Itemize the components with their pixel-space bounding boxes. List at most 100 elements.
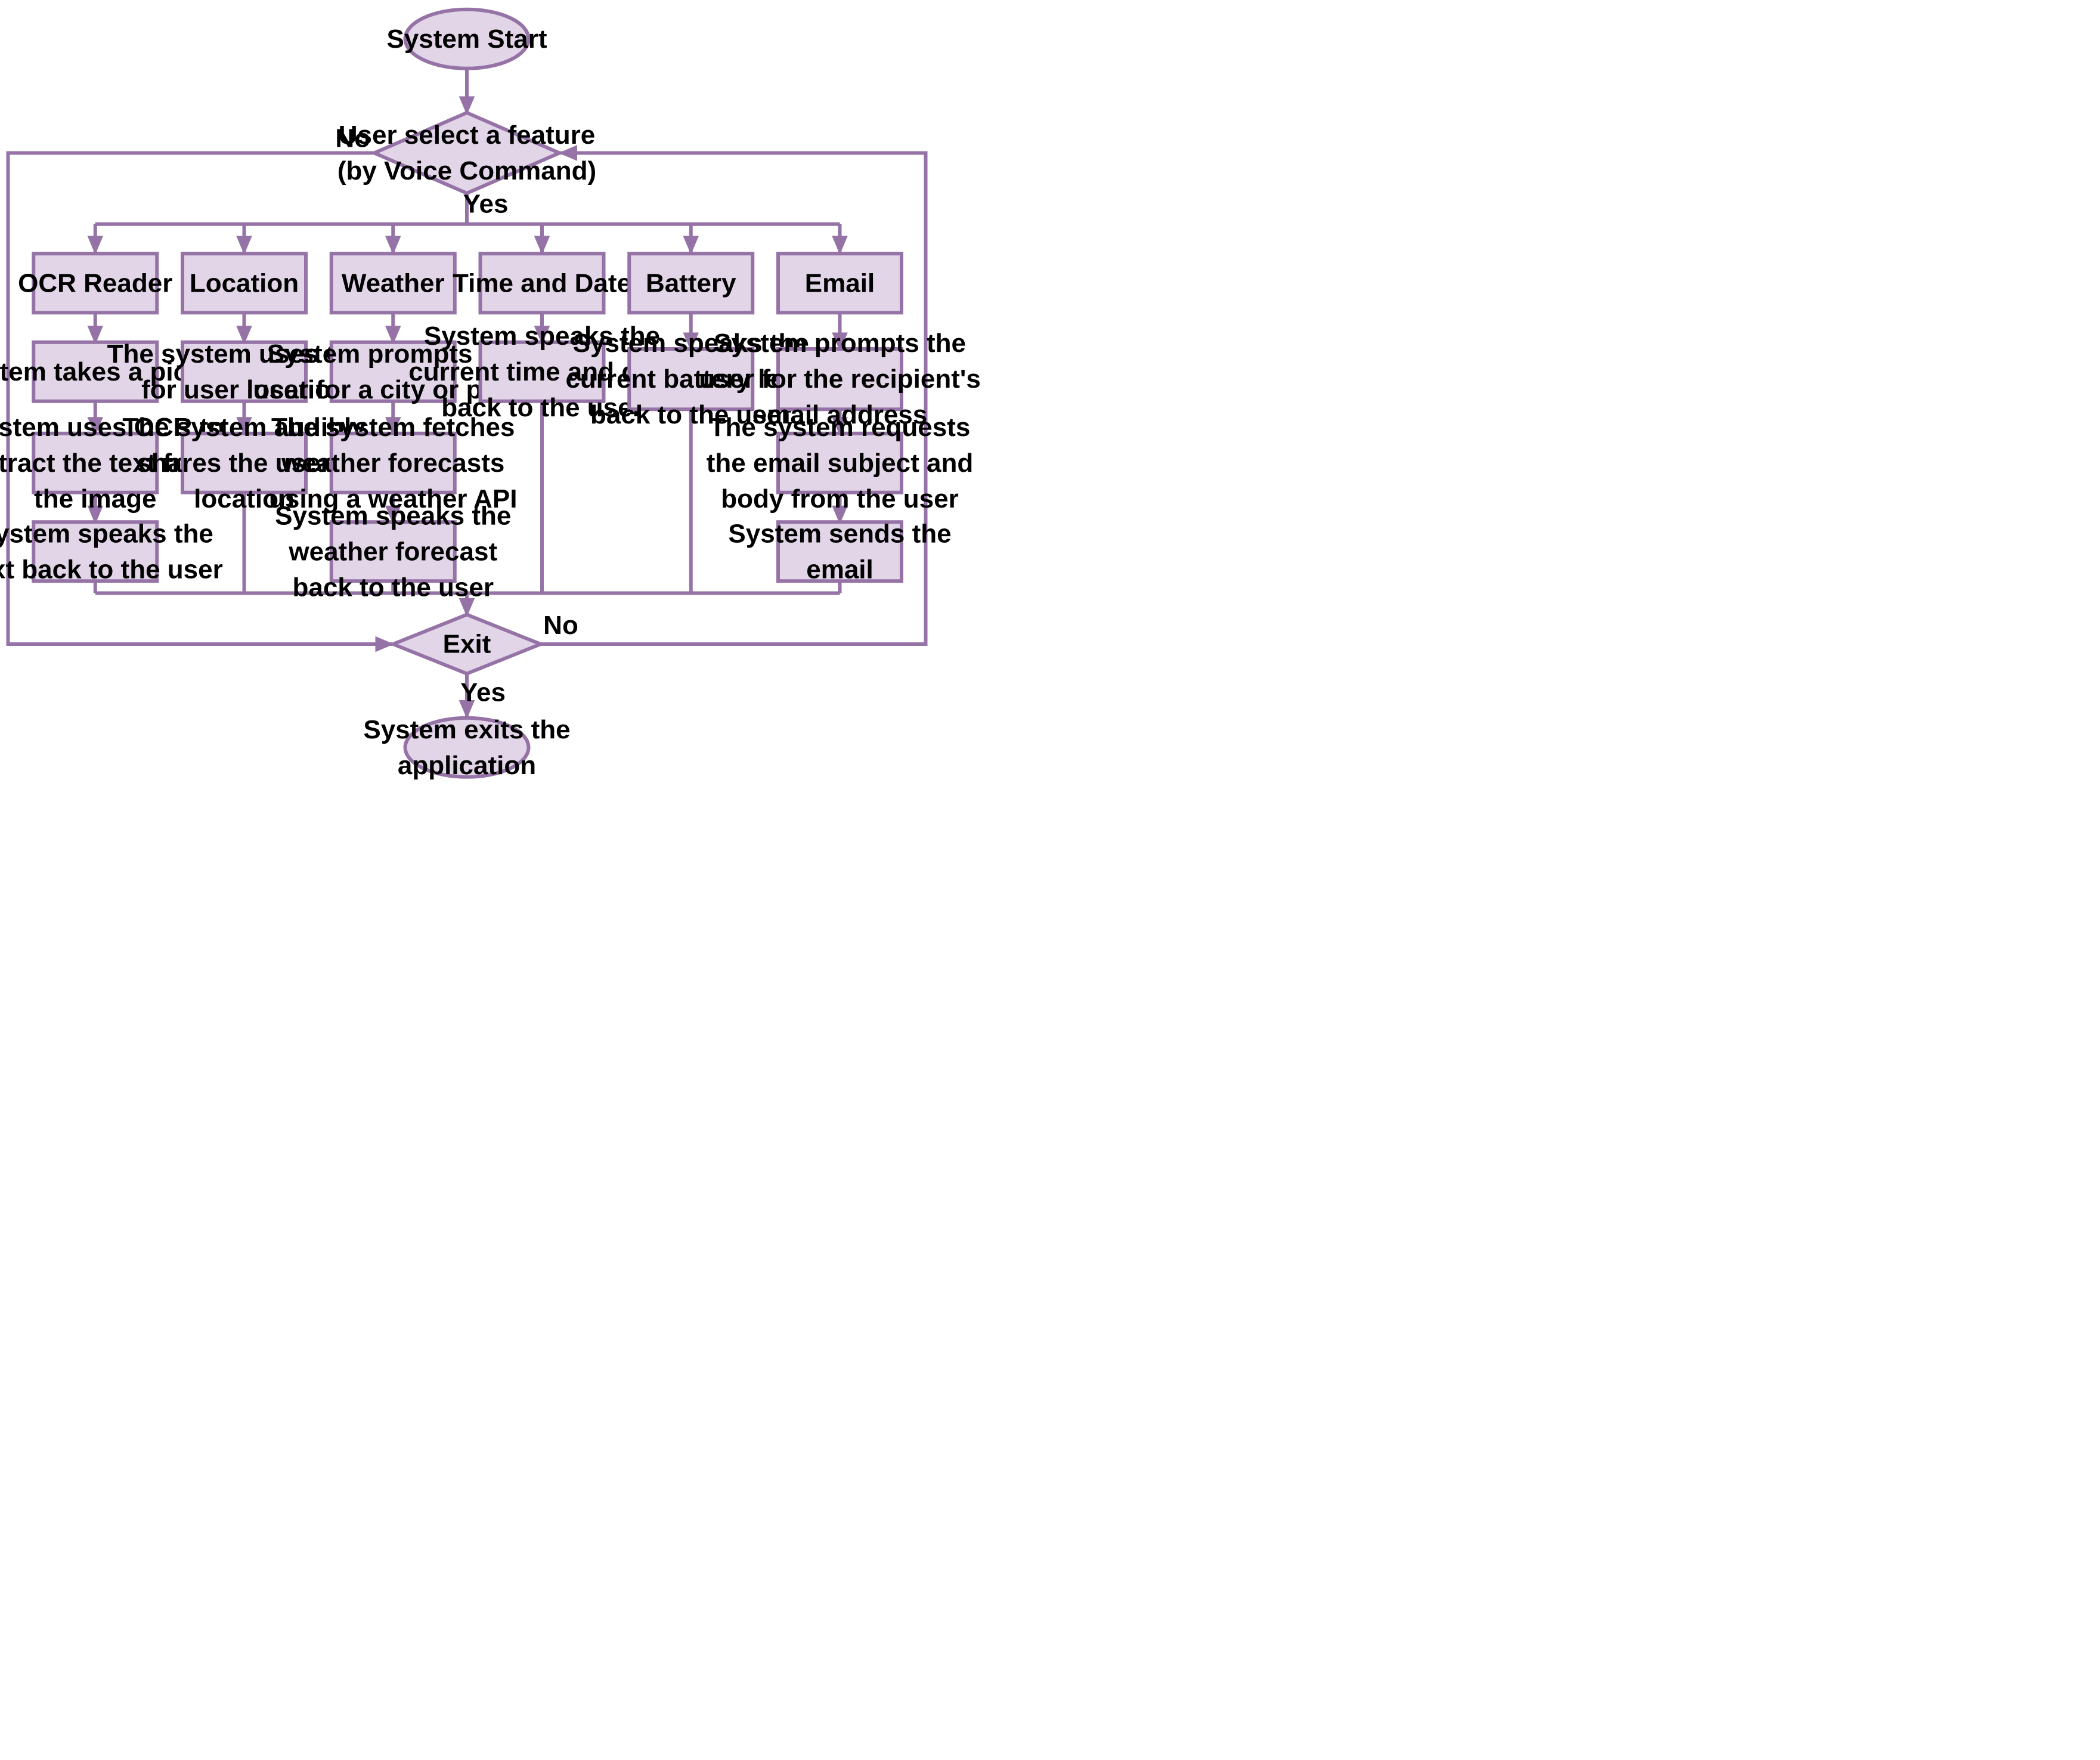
weather-title-to-s1-arrowhead: [385, 326, 401, 345]
ocr-feature-box-text: OCR Reader: [18, 268, 172, 298]
exit-decision-text: Exit: [443, 630, 491, 659]
feature-decision-no-loop: [6, 151, 392, 646]
feature-decision-text-line-1: User select a feature: [339, 120, 595, 150]
email-step-3-text-line-2: email: [806, 555, 874, 584]
branch-to-time-arrowhead: [534, 236, 550, 255]
weather-step-3-box: [329, 520, 457, 583]
ocr-step-1-box: [32, 340, 159, 403]
end-terminator-shape: [403, 716, 531, 779]
ocr-step-2-text-line-3: the image: [34, 484, 156, 514]
weather-s2-to-s3-arrowhead: [385, 505, 401, 525]
email-step-1-box: [776, 347, 903, 412]
feature-decision-no-loop-arrowhead: [375, 636, 394, 652]
location-step-1-box: [181, 340, 308, 403]
battery-step-1-text-line-2: current battery level: [565, 364, 816, 394]
weather-step-3-text-line-1: System speaks the: [275, 501, 511, 530]
yes-label-exit: Yes: [460, 678, 506, 707]
ocr-step-3-box: [32, 520, 159, 583]
merge-to-exit-arrowhead: [459, 598, 475, 617]
branch-to-email-arrowhead: [832, 236, 848, 255]
email-title-to-s1-arrowhead: [832, 332, 848, 351]
weather-step-2-text-line-1: The system fetches: [271, 413, 515, 442]
start-terminator: System Start: [386, 7, 547, 70]
email-step-1-text-line-2: user for the recipient's: [699, 364, 981, 394]
weather-step-1-box: [329, 340, 457, 403]
connectors: [6, 67, 928, 719]
email-feature-box-text: Email: [805, 268, 875, 298]
weather-step-3-text-line-2: weather forecast: [288, 537, 497, 566]
weather-step-2-text-line-2: weather forecasts: [281, 448, 504, 478]
time-feature-box: Time and Date: [453, 252, 631, 315]
email-step-2-box: [776, 431, 903, 494]
weather-step-1-text-line-1: System prompts the: [267, 339, 519, 369]
battery-title-to-s1-arrowhead: [683, 332, 699, 351]
weather-feature-box-box: [329, 252, 457, 315]
email-step-2: The system requests the email subject and…: [707, 413, 973, 514]
location-feature-box-box: [181, 252, 308, 315]
time-step-1-text-line-3: back to the user: [441, 393, 642, 422]
battery-feature-box: Battery: [627, 252, 755, 315]
weather-s1-to-s2-arrowhead: [385, 417, 401, 436]
time-step-1-text-line-1: System speaks the: [424, 321, 660, 351]
location-step-2-text-line-1: The system audibly: [122, 413, 366, 442]
feature-decision-shape: [370, 110, 564, 196]
start-terminator-text: System Start: [386, 24, 547, 54]
time-feature-box-text: Time and Date: [453, 268, 631, 298]
start-to-feature-decision-arrowhead: [459, 96, 475, 115]
time-title-to-s1-arrowhead: [534, 326, 550, 345]
branch-to-battery-arrowhead: [683, 236, 699, 255]
email-step-3-text-line-1: System sends the: [728, 519, 951, 548]
exit-decision: Exit: [388, 613, 546, 676]
battery-feature-box-text: Battery: [646, 268, 736, 298]
no-label-exit: No: [543, 611, 578, 640]
email-feature-box: Email: [776, 252, 903, 315]
battery-step-1-text-line-3: back to the user: [590, 400, 791, 429]
ocr-title-to-s1-arrowhead: [87, 326, 104, 345]
no-label-feature: No: [335, 123, 370, 153]
battery-step-1-text-line-1: System speaks the: [573, 329, 809, 358]
weather-feature-box: Weather: [329, 252, 457, 315]
ocr-feature-box: OCR Reader: [18, 252, 172, 315]
email-step-2-text-line-2: the email subject and: [707, 448, 973, 478]
battery-step-1-box: [627, 347, 755, 412]
exit-decision-shape: [388, 613, 546, 676]
start-terminator-shape: [403, 7, 531, 70]
email-feature-box-box: [776, 252, 903, 315]
branch-to-location-arrowhead: [236, 236, 252, 255]
exit-no-loop: [540, 151, 928, 646]
email-step-1-text-line-3: email address: [752, 400, 928, 429]
location-step-2: The system audibly shares the user's locat…: [122, 413, 366, 514]
end-terminator-text-line-1: System exits the: [363, 715, 570, 744]
email-step-2-text-line-1: The system requests: [710, 413, 971, 442]
location-step-2-text-line-2: shares the user's: [137, 448, 351, 478]
weather-step-2: The system fetches weather forecasts using…: [269, 413, 517, 514]
branch-to-ocr-arrowhead: [87, 236, 104, 255]
ocr-feature-box-box: [32, 252, 159, 315]
feature-decision: User select a feature (by Voice Command): [337, 110, 596, 196]
yes-label-feature: Yes: [463, 190, 509, 219]
ocr-step-3-text-line-2: text back to the user: [0, 555, 223, 584]
location-step-2-box: [181, 431, 308, 494]
email-step-3: System sends the email: [728, 519, 951, 584]
email-s2-to-s3-arrowhead: [832, 505, 848, 525]
weather-step-2-text-line-3: using a weather API: [269, 484, 517, 514]
feature-decision-text-line-2: (by Voice Command): [337, 156, 596, 185]
time-feature-box-box: [478, 252, 606, 315]
battery-feature-box-box: [627, 252, 755, 315]
ocr-step-2-box: [32, 431, 159, 494]
location-feature-box: Location: [181, 252, 308, 315]
location-step-2-text-line-3: location: [194, 484, 295, 514]
email-step-2-text-line-3: body from the user: [721, 484, 959, 514]
location-feature-box-text: Location: [190, 268, 299, 298]
exit-yes-to-end-arrowhead: [459, 700, 475, 719]
battery-step-1: System speaks the current battery level ba…: [565, 329, 816, 429]
email-s1-to-s2-arrowhead: [832, 417, 848, 436]
email-step-3-box: [776, 520, 903, 583]
weather-step-3-text-line-3: back to the user: [293, 573, 494, 602]
